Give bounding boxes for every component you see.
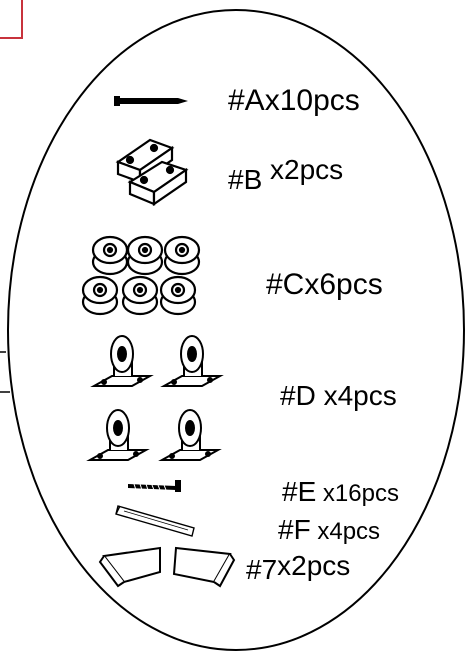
metal-rail-icon xyxy=(115,505,195,537)
part-code: #D xyxy=(280,380,316,411)
part-code: #E xyxy=(282,476,317,507)
connector-line xyxy=(0,351,10,393)
part-label-b: #B x2pcs xyxy=(228,156,343,194)
part-code: #F xyxy=(278,514,311,545)
part-quantity: x2pcs xyxy=(277,550,351,581)
part-quantity: x4pcs xyxy=(310,518,381,545)
wood-block-icon xyxy=(115,138,189,207)
part-quantity: x10pcs xyxy=(264,84,360,117)
round-foot-icon xyxy=(81,235,201,316)
part-label-7: #7x2pcs xyxy=(246,550,351,584)
part-label-f: #F x4pcs xyxy=(278,516,380,544)
part-label-a: #Ax10pcs xyxy=(228,86,360,116)
small-screw-icon xyxy=(128,480,181,492)
part-code: #C xyxy=(266,268,305,301)
part-quantity: x16pcs xyxy=(316,480,399,507)
part-label-e: #E x16pcs xyxy=(282,478,399,506)
part-label-d: #D x4pcs xyxy=(280,382,397,410)
part-quantity: x2pcs xyxy=(262,154,344,185)
screw-icon xyxy=(114,96,188,106)
part-label-c: #Cx6pcs xyxy=(266,270,383,300)
part-code: #A xyxy=(228,84,265,117)
red-corner-box xyxy=(0,0,23,39)
bracket-icon xyxy=(98,546,236,588)
part-quantity: x4pcs xyxy=(315,380,397,411)
part-code: #B xyxy=(228,164,263,195)
parts-ellipse-outline xyxy=(7,9,465,651)
part-code: #7 xyxy=(246,554,278,585)
caster-wheel-icon xyxy=(86,335,224,461)
part-quantity: x6pcs xyxy=(304,268,383,301)
